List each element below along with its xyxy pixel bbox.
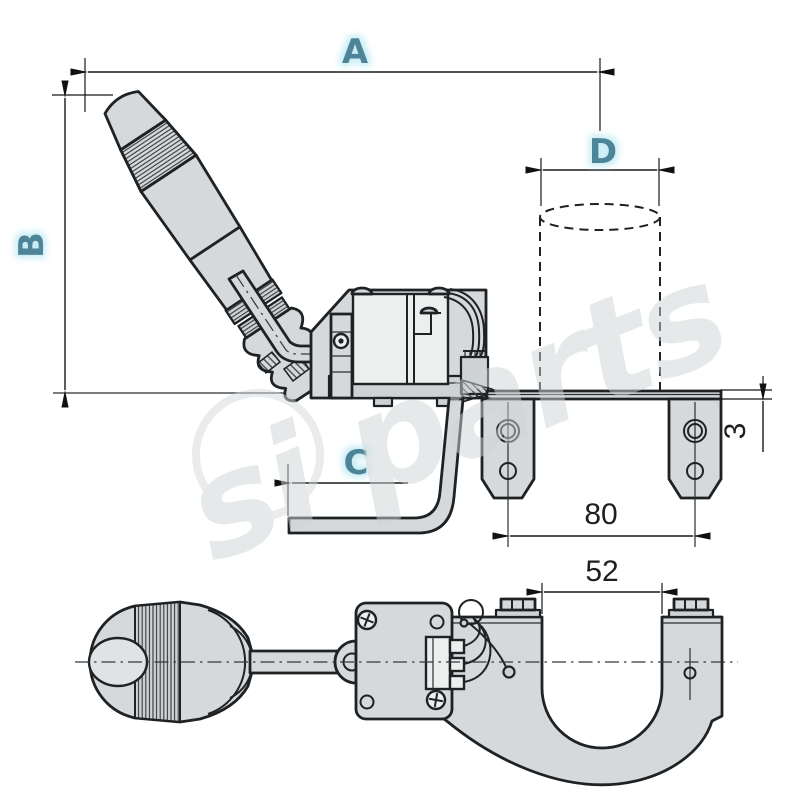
- housing-foot-left: [372, 396, 394, 408]
- dim-label-a: A: [342, 32, 369, 72]
- steering-column: [539, 203, 661, 391]
- watermark-circle: [192, 389, 324, 521]
- lever-rod-centerline: [235, 274, 338, 355]
- column-clamp-body: [403, 615, 724, 787]
- dimension-3: 3: [719, 376, 772, 452]
- dim-label-c: C: [344, 443, 369, 483]
- dimension-a: A: [70, 32, 615, 131]
- tab-left-hole-lower: [499, 462, 517, 480]
- switch-housing: [309, 286, 501, 408]
- tab-right-hole-upper: [683, 419, 707, 443]
- control-lever: [103, 90, 332, 403]
- dimension-d: D: [525, 132, 675, 206]
- side-view: A B C D 80: [12, 32, 772, 547]
- support-bracket: [287, 397, 465, 535]
- tab-right-hole-lower: [686, 462, 704, 480]
- clamp-bolt-right: [672, 597, 710, 612]
- tab-left-hole-upper: [496, 419, 520, 443]
- wire-end-ball: [502, 665, 516, 679]
- top-screw-left: [350, 286, 374, 296]
- terminal-block: [424, 635, 466, 691]
- dimension-b: B: [12, 80, 113, 408]
- dimension-52: 52: [526, 555, 678, 614]
- gusset-hatch: [461, 378, 501, 404]
- mounting-plate: [480, 389, 723, 547]
- dimension-80: 80: [492, 498, 711, 540]
- front-view: 52: [75, 555, 738, 787]
- ring-wires: [463, 617, 516, 683]
- dim-value-3: 3: [719, 423, 752, 440]
- lever-base-hatch-left: [256, 350, 282, 375]
- inner-screw-dome: [419, 306, 439, 315]
- dim-label-d: D: [589, 132, 617, 172]
- top-screw-right: [427, 286, 451, 296]
- knob-tip-cap: [103, 90, 168, 152]
- cover-hole-bl: [359, 694, 375, 710]
- dim-value-80: 80: [584, 498, 617, 531]
- dim-label-b: B: [12, 232, 52, 258]
- dim-value-52: 52: [585, 555, 618, 588]
- cover-hole-tr: [429, 614, 445, 630]
- clamp-bolt-left: [499, 597, 537, 612]
- clamp-arm-hole: [683, 666, 697, 680]
